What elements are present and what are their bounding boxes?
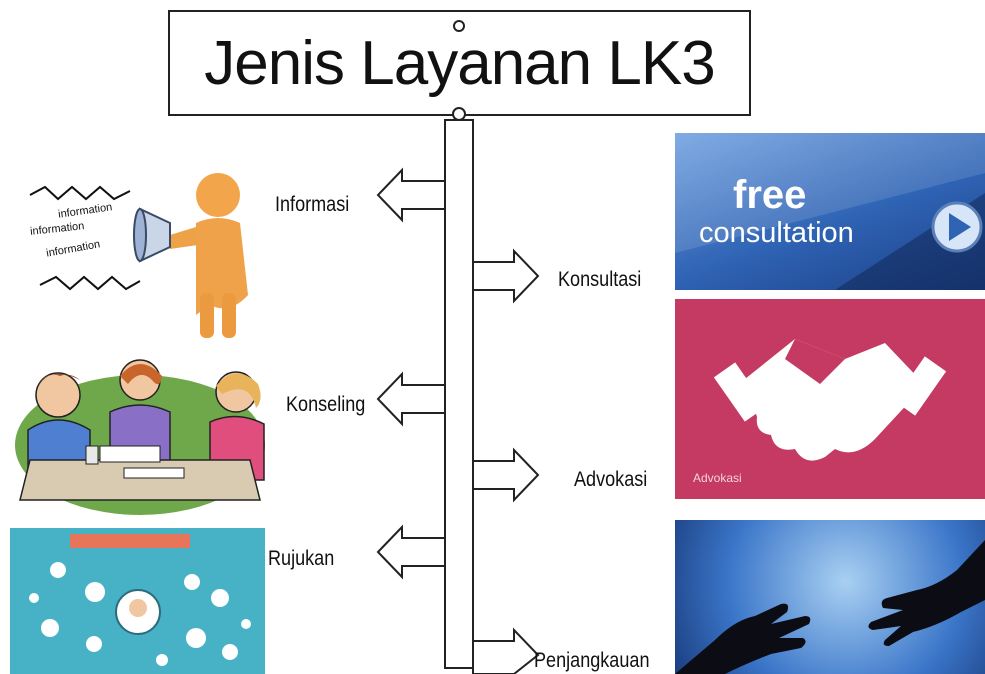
advokasi-panel: Advokasi xyxy=(675,299,985,499)
counseling-people-icon xyxy=(15,359,265,515)
label-konseling: Konseling xyxy=(286,393,366,416)
consultation-word-consultation: consultation xyxy=(699,217,854,249)
label-advokasi: Advokasi xyxy=(574,468,648,491)
arrow-advokasi xyxy=(472,447,540,503)
counseling-illustration xyxy=(10,350,275,520)
arrow-informasi xyxy=(376,167,446,223)
label-rujukan: Rujukan xyxy=(268,547,335,570)
advokasi-caption: Advokasi xyxy=(693,471,742,485)
label-informasi: Informasi xyxy=(275,193,350,216)
play-icon xyxy=(949,213,971,241)
consultation-banner: free consultation xyxy=(675,133,985,290)
label-konsultasi: Konsultasi xyxy=(558,268,642,291)
reaching-hands-icon xyxy=(675,540,985,674)
label-penjangkauan: Penjangkauan xyxy=(534,649,650,672)
arrow-rujukan xyxy=(376,524,446,580)
connector-junction-circle xyxy=(452,107,466,121)
consultation-graphic xyxy=(675,133,985,290)
handshake-icon xyxy=(713,339,947,461)
arrow-konseling xyxy=(376,371,446,427)
megaphone-person-icon xyxy=(29,173,248,338)
vertical-spine xyxy=(444,119,474,669)
network-nodes-icon xyxy=(29,534,251,666)
arrow-konsultasi xyxy=(472,248,540,304)
megaphone-illustration: information information information xyxy=(20,165,270,345)
arrow-penjangkauan xyxy=(472,627,540,674)
outreach-photo xyxy=(675,520,985,674)
diagram-title: Jenis Layanan LK3 xyxy=(204,28,715,98)
consultation-word-free: free xyxy=(733,173,807,217)
referral-network-illustration xyxy=(10,528,265,674)
connector-top-circle xyxy=(453,20,465,32)
